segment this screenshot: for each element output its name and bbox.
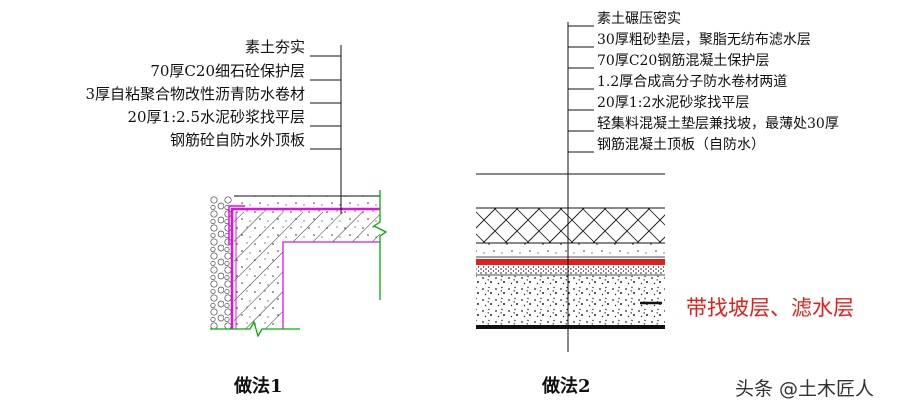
detail2-callout-label: 带找坡层、滤水层: [686, 296, 854, 320]
detail1-layer-label: 70厚C20细石砼保护层: [150, 62, 305, 80]
detail2-caption: 做法2: [542, 376, 591, 397]
detail1-break-line-right: [372, 190, 388, 300]
detail1-section: [210, 45, 388, 338]
detail2-layer-label: 1.2厚合成高分子防水卷材两道: [597, 74, 788, 90]
detail2-section: [476, 22, 665, 352]
detail2-layer-label: 70厚C20钢筋混凝土保护层: [597, 53, 770, 69]
detail1-soil: [210, 196, 232, 329]
detail2-layer-label: 钢筋混凝土顶板（自防水）: [597, 137, 765, 153]
detail2-layer-label: 素土碾压密实: [597, 11, 681, 27]
detail2-slab-edge: [476, 325, 665, 329]
detail1-membrane: [230, 207, 380, 329]
detail1-layer-label: 素土夯实: [244, 38, 305, 56]
detail2-layer-label: 20厚1:2水泥砂浆找平层: [597, 95, 750, 111]
detail1-layer-label: 钢筋砼自防水外顶板: [169, 131, 305, 149]
detail2-compacted-soil: [476, 208, 665, 243]
detail2-screed: [476, 266, 665, 274]
detail1-layer-label: 20厚1:2.5水泥砂浆找平层: [127, 108, 305, 126]
detail2-membrane: [476, 259, 665, 265]
detail1-break-line-bottom: [210, 320, 300, 338]
detail2-sand-layer: [476, 243, 665, 257]
detail1-layer-label: 3厚自粘聚合物改性沥青防水卷材: [85, 85, 305, 103]
detail2-layer-label: 30厚粗砂垫层，聚脂无纺布滤水层: [597, 32, 811, 48]
watermark: 头条 @土木匠人: [735, 378, 875, 400]
detail2-slope-layer: [476, 275, 665, 325]
detail2-layer-label: 轻集料混凝土垫层兼找坡，最薄处30厚: [597, 116, 839, 132]
detail1-caption: 做法1: [234, 376, 283, 397]
